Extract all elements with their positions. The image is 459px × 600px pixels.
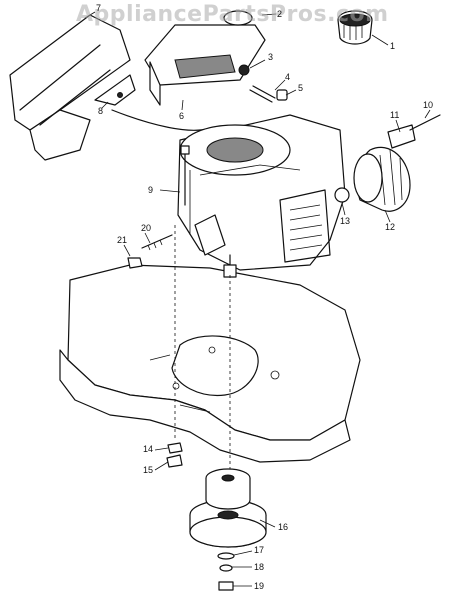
leader-lines [84,11,431,587]
starter-components [334,114,441,212]
callout-3: 3 [268,52,274,62]
callout-20: 20 [141,223,152,233]
deck-fasteners [166,442,183,468]
mower-deck [59,264,361,463]
callout-8: 8 [98,106,104,116]
callout-1: 1 [390,41,396,51]
mount-bolt-and-nut [127,234,173,269]
callout-6: 6 [179,111,185,121]
callout-7: 7 [96,3,102,13]
fuel-fitting-parts [238,64,288,103]
callout-2: 2 [277,9,283,19]
callout-9: 9 [148,185,154,195]
callout-19: 19 [254,581,265,591]
callout-13: 13 [340,216,351,226]
callout-11: 11 [390,110,400,120]
callout-21: 21 [117,235,128,245]
watermark-text: AppliancePartsPros.com [76,2,389,27]
oil-fill-cap [337,10,373,45]
callout-12: 12 [385,222,396,232]
engine-assembly [177,114,346,278]
callout-4: 4 [285,72,291,82]
air-cleaner-cover [144,10,266,106]
callout-16: 16 [278,522,289,532]
engine-pulley [189,468,267,548]
discharge-chute [9,14,131,161]
callout-5: 5 [298,83,304,93]
pulley-washers-and-bolt [217,552,235,591]
callout-14: 14 [143,444,154,454]
callout-15: 15 [143,465,154,475]
callout-10: 10 [423,100,434,110]
callout-17: 17 [254,545,265,555]
callout-18: 18 [254,562,265,572]
